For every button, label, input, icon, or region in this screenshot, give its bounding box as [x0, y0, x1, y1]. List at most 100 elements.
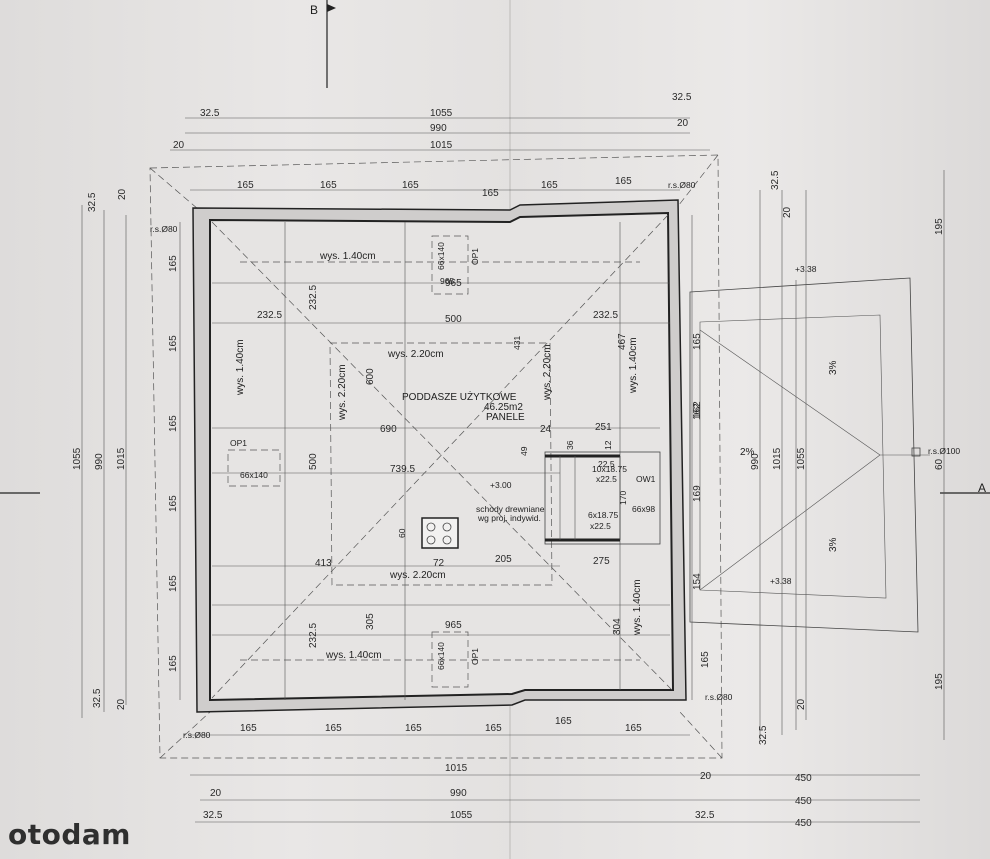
- dim-seg-2: 165: [320, 180, 337, 191]
- dim-left-seg-3: 165: [168, 415, 179, 432]
- window-size-top: 66x140: [436, 242, 446, 270]
- dim-top-1015: 1015: [430, 140, 453, 151]
- dim-vert-305: 305: [365, 613, 376, 630]
- level-bottom: +3.38: [770, 576, 792, 586]
- stair-steps-b: x22.5: [596, 474, 617, 484]
- dim-inner-205: 205: [495, 554, 512, 565]
- height-label-right: wys. 1.40cm: [628, 337, 639, 394]
- dim-inner-49: 49: [519, 446, 529, 456]
- downpipe-top: r.s.Ø80: [668, 180, 696, 190]
- dim-bottom-seg-3: 165: [405, 723, 422, 734]
- dim-bottom-1055: 1055: [450, 810, 473, 821]
- dim-bottom-32-5-right: 32.5: [695, 810, 715, 821]
- dim-vert-232-5-top: 232.5: [308, 285, 319, 310]
- right-dimensions: 165 162 169 154 165: [691, 215, 711, 700]
- slope-top: 3%: [828, 360, 839, 375]
- dim-top-20: 20: [677, 118, 689, 129]
- dim-top-32-5-left: 32.5: [200, 108, 220, 119]
- stair-area: [544, 451, 661, 545]
- dim-inner-739-5: 739.5: [390, 464, 415, 475]
- dim-inner-24: 24: [540, 424, 552, 435]
- dim-bottom-20-a: 20: [700, 771, 712, 782]
- slope-middle: 2%: [740, 447, 755, 458]
- dim-top-1055: 1055: [430, 108, 453, 119]
- stair-steps-e: 22.5: [598, 459, 615, 469]
- downpipe-bottom-right: r.s.Ø80: [705, 692, 733, 702]
- dim-top-990: 990: [430, 123, 447, 134]
- window-ow1-size: 66x98: [632, 504, 655, 514]
- dim-vert-232-5-bottom: 232.5: [308, 623, 319, 648]
- dim-seg-1: 165: [237, 180, 254, 191]
- downpipe-bottom-left: r.s.Ø80: [183, 730, 211, 740]
- dim-bottom-450-b: 450: [795, 796, 812, 807]
- room-area: 46.25m2: [484, 402, 523, 413]
- dim-right-seg-5: 165: [700, 651, 711, 668]
- dim-inner-170: 170: [618, 491, 628, 505]
- dim-top-32-5-right: 32.5: [672, 92, 692, 103]
- dim-terrace-32-5-top: 32.5: [770, 170, 781, 190]
- left-dimensions: 1055 990 1015 32.5 20 32.5 20 165 165 16…: [72, 188, 181, 718]
- room-label: PODDASZE UŻYTKOWE 46.25m2 PANELE: [402, 390, 525, 423]
- dim-right-seg-2: 162: [692, 403, 703, 420]
- dim-inner-232-5-left: 232.5: [257, 310, 282, 321]
- dim-right-seg-1: 165: [692, 333, 703, 350]
- dim-inner-232-5-right: 232.5: [593, 310, 618, 321]
- dim-top-20-left: 20: [173, 140, 185, 151]
- window-size-left: 66x140: [240, 470, 268, 480]
- window-op1-left: OP1: [230, 438, 247, 448]
- dim-inner-500: 500: [445, 314, 462, 325]
- dim-vert-431: 431: [512, 336, 522, 350]
- stairs-level: +3.00: [490, 480, 512, 490]
- dim-terrace-195-top: 195: [934, 218, 945, 235]
- dim-left-1055: 1055: [72, 447, 83, 470]
- dim-bottom-450-c: 450: [795, 818, 812, 829]
- dim-bottom-450-a: 450: [795, 773, 812, 784]
- window-size-bottom: 66x140: [436, 642, 446, 670]
- dim-left-seg-5: 165: [168, 575, 179, 592]
- dim-left-seg-4: 165: [168, 495, 179, 512]
- dim-terrace-20-bottom: 20: [796, 698, 807, 710]
- dim-right-seg-4: 154: [692, 573, 703, 590]
- dim-left-1015: 1015: [116, 447, 127, 470]
- dim-inner-72: 72: [433, 558, 445, 569]
- terrace-dimensions: 32.5 20 195 990 1015 1055 195 20 32.5 60: [750, 170, 945, 745]
- dim-terrace-195-bottom: 195: [934, 673, 945, 690]
- dim-vert-304: 304: [612, 618, 623, 635]
- window-op1-top: OP1: [470, 248, 480, 265]
- dim-vert-60: 60: [397, 528, 407, 538]
- downpipe-left: r.s.Ø80: [150, 224, 178, 234]
- top-dimensions: 32.5 1055 32.5 990 20 20 1015 165 165 16…: [170, 92, 710, 199]
- stair-steps-d: x22.5: [590, 521, 611, 531]
- height-label-center-bottom: wys. 2.20cm: [389, 570, 446, 581]
- dim-bottom-1015: 1015: [445, 763, 468, 774]
- window-965-top: 965: [440, 276, 454, 286]
- bottom-dimensions: 1015 20 450 20 990 450 32.5 1055 32.5 45…: [190, 716, 920, 829]
- dim-bottom-seg-1: 165: [240, 723, 257, 734]
- dim-inner-690: 690: [380, 424, 397, 435]
- dim-seg-6: 165: [615, 176, 632, 187]
- dim-seg-4: 165: [482, 188, 499, 199]
- slope-bottom: 3%: [828, 537, 839, 552]
- height-labels: wys. 1.40cm wys. 2.20cm wys. 1.40cm wys.…: [235, 251, 643, 661]
- dim-bottom-seg-4: 165: [485, 723, 502, 734]
- window-ow1: OW1: [636, 474, 656, 484]
- dim-bottom-990: 990: [450, 788, 467, 799]
- dim-inner-36: 36: [565, 440, 575, 450]
- dim-bottom-seg-2: 165: [325, 723, 342, 734]
- dim-left-20-top: 20: [117, 188, 128, 200]
- room-finish: PANELE: [486, 412, 525, 423]
- section-marker-b: B: [310, 3, 318, 17]
- dim-vert-500: 500: [308, 453, 319, 470]
- dim-inner-275: 275: [593, 556, 610, 567]
- dim-seg-3: 165: [402, 180, 419, 191]
- window-op1-bottom: OP1: [470, 648, 480, 665]
- dim-inner-965-bottom: 965: [445, 620, 462, 631]
- roof-hip-lines: [211, 214, 673, 699]
- dim-terrace-1015: 1015: [772, 447, 783, 470]
- dim-seg-5: 165: [541, 180, 558, 191]
- stairs-label-1: schody drewniane: [476, 504, 545, 514]
- height-label-center-right: wys. 2.20cm: [542, 344, 553, 401]
- dim-terrace-20-top: 20: [782, 206, 793, 218]
- downpipe-right: r.s.Ø100: [928, 446, 960, 456]
